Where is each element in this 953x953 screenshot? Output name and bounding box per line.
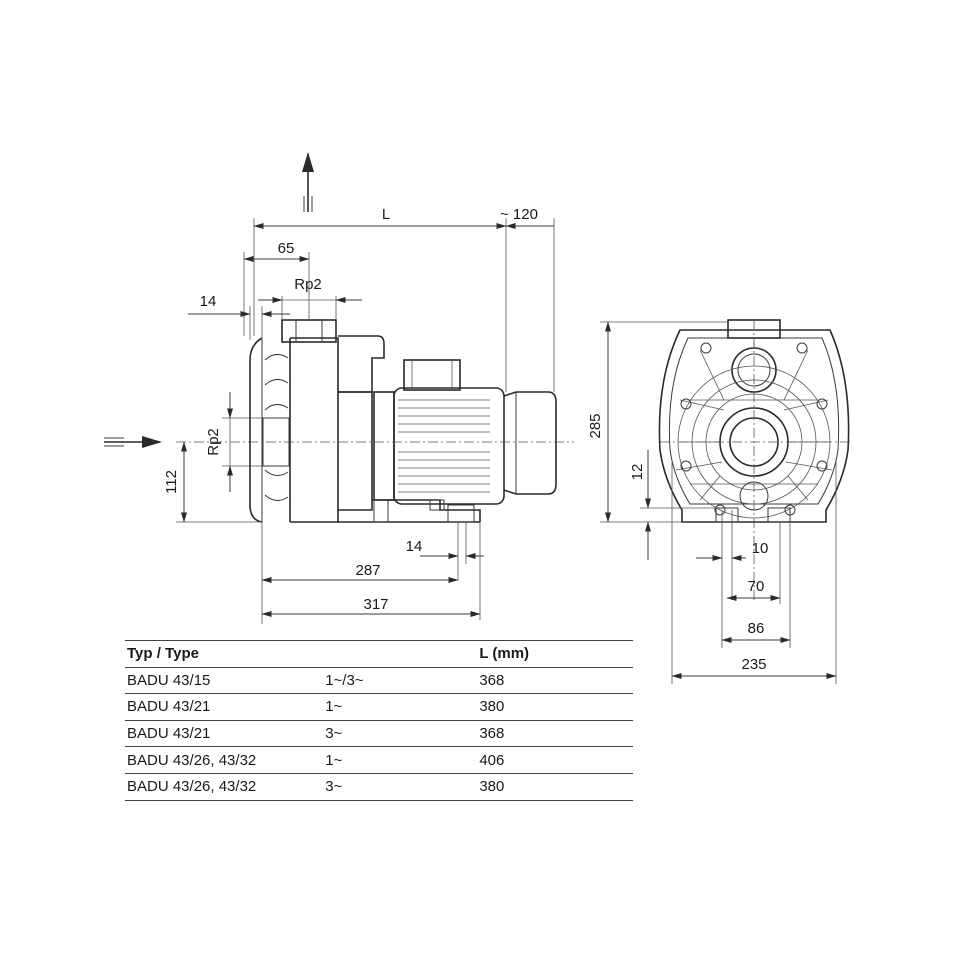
dim-motor-clearance-label: ~ 120: [500, 206, 538, 223]
dimension-65: 65: [243, 240, 310, 336]
dim-axis-height-label: 112: [163, 470, 180, 494]
dim-hole-diameter-label: 10: [752, 540, 769, 557]
cell-type: BADU 43/21: [127, 698, 211, 716]
dimension-inlet-thread: Rp2: [205, 392, 262, 492]
dimension-foot-span: 86: [721, 522, 791, 648]
cell-type: BADU 43/26, 43/32: [127, 778, 257, 796]
dimension-hole-diameter: 10: [696, 510, 768, 648]
header-length: L (mm): [479, 645, 530, 663]
inlet-flow-arrow: [104, 436, 162, 448]
dim-inlet-thread-label: Rp2: [205, 428, 222, 456]
outlet-flow-arrow: [302, 152, 314, 212]
table-row: BADU 43/21 1~ 380: [125, 694, 633, 721]
cell-type: BADU 43/26, 43/32: [127, 751, 257, 769]
cell-length: 368: [479, 671, 505, 689]
dim-65-label: 65: [278, 240, 295, 257]
cell-phase: 1~/3~: [325, 671, 364, 689]
cell-phase: 1~: [325, 698, 343, 716]
dim-total-height-label: 285: [587, 413, 604, 438]
dimension-total-width: 235: [671, 460, 837, 684]
cell-phase: 1~: [325, 751, 343, 769]
dim-inlet-offset-label: 14: [200, 293, 217, 310]
dimension-287: 287: [261, 522, 459, 624]
dim-foot-width-label: 14: [406, 538, 423, 555]
dimension-axis-height: 112: [163, 441, 262, 523]
dimension-hole-spacing: 70: [726, 522, 781, 604]
front-view: 285 12 10 70 86: [587, 319, 850, 684]
table-row: BADU 43/26, 43/32 1~ 406: [125, 747, 633, 774]
dim-outlet-thread-label: Rp2: [294, 276, 322, 293]
side-view: L ~ 120 65 Rp2 14: [104, 152, 574, 624]
model-length-table: Typ / Type L (mm) BADU 43/15 1~/3~ 368 B…: [125, 640, 633, 801]
dim-287-label: 287: [355, 562, 380, 579]
dimension-inlet-offset: 14: [188, 293, 290, 340]
cell-length: 406: [479, 751, 505, 769]
dimension-foot-width: 14: [406, 522, 484, 580]
cell-phase: 3~: [325, 778, 343, 796]
dimension-317: 317: [261, 522, 481, 620]
dim-hole-spacing-label: 70: [748, 578, 765, 595]
dimension-foot-height: 12: [629, 450, 716, 560]
header-type: Typ / Type: [127, 645, 199, 663]
table-row: BADU 43/26, 43/32 3~ 380: [125, 773, 633, 801]
pump-housing: [249, 319, 557, 523]
table-header-row: Typ / Type L (mm): [125, 640, 633, 668]
table-row: BADU 43/21 3~ 368: [125, 720, 633, 747]
dim-L-label: L: [382, 206, 390, 223]
dimension-L: L ~ 120: [253, 206, 555, 392]
cell-type: BADU 43/15: [127, 671, 211, 689]
dim-foot-height-label: 12: [629, 464, 646, 481]
table-row: BADU 43/15 1~/3~ 368: [125, 667, 633, 694]
dimension-total-height: 285: [587, 321, 728, 523]
cell-length: 380: [479, 698, 505, 716]
header-phase: [325, 641, 467, 668]
cell-length: 368: [479, 725, 505, 743]
cell-length: 380: [479, 778, 505, 796]
dim-317-label: 317: [363, 596, 388, 613]
dim-total-width-label: 235: [741, 656, 766, 673]
dim-foot-span-label: 86: [748, 620, 765, 637]
dimension-outlet-thread: Rp2: [258, 276, 362, 320]
cell-type: BADU 43/21: [127, 725, 211, 743]
cell-phase: 3~: [325, 725, 343, 743]
